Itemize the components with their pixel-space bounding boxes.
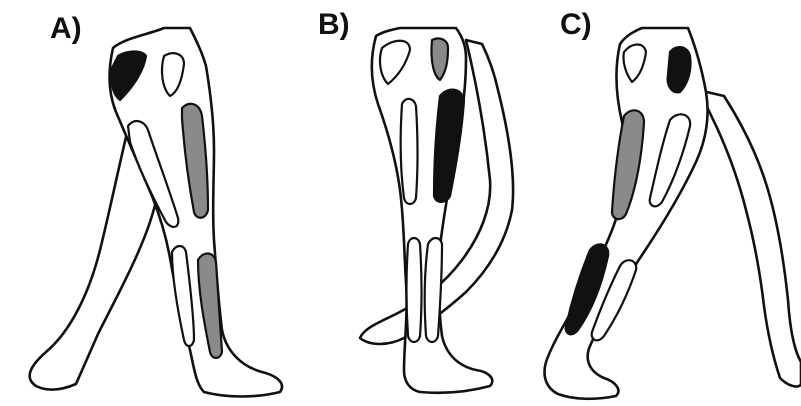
panel-b-hamstrings xyxy=(434,90,464,202)
panel-a: A) xyxy=(30,12,282,397)
panel-b: B) xyxy=(318,8,513,393)
panel-b-label: B) xyxy=(318,8,350,41)
panel-a-label: A) xyxy=(50,12,82,45)
panel-b-calf xyxy=(425,238,442,342)
panel-b-shin xyxy=(407,238,422,342)
panel-c: C) xyxy=(545,8,801,399)
panel-c-label: C) xyxy=(560,8,592,41)
panel-b-quadriceps xyxy=(401,99,418,204)
panel-c-back-leg xyxy=(698,90,801,386)
